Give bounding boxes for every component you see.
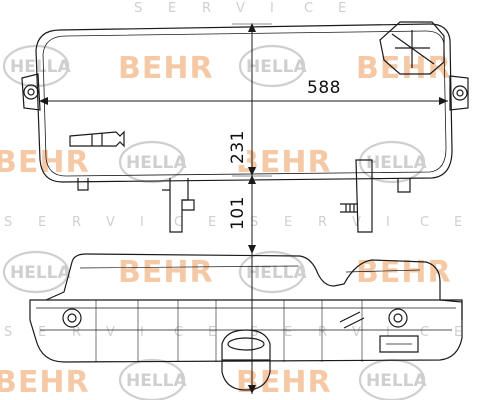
service-letter: V (106, 215, 117, 230)
dim-label-height-lower: 101 (227, 195, 248, 231)
hella-logo: HELLA (366, 371, 428, 391)
service-letter: I (386, 215, 392, 230)
service-letter: R (202, 1, 213, 16)
hella-logo-ring (238, 250, 306, 294)
hella-logo-ring (118, 358, 186, 400)
filler-cap (379, 21, 445, 75)
hella-logo-ring (2, 250, 70, 294)
hella-logo: HELLA (246, 263, 308, 283)
service-letter: R (72, 325, 83, 340)
service-letter: E (454, 215, 464, 230)
service-letter: S (4, 215, 14, 230)
service-letter: C (174, 325, 185, 340)
mount-ear-left (21, 73, 41, 111)
service-letter: I (140, 215, 146, 230)
service-letter: I (140, 325, 146, 340)
service-letter: E (38, 325, 48, 340)
behr-logo: BEHR (356, 51, 452, 86)
tank-top-view (21, 21, 469, 233)
service-letter: E (338, 1, 348, 16)
hella-logo: HELLA (246, 57, 308, 77)
hella-logo-ring (238, 44, 306, 88)
tank-side-view (29, 253, 463, 391)
service-letter: S (250, 325, 260, 340)
service-letter: C (174, 215, 185, 230)
outlet-pipe-center (162, 178, 195, 233)
dimension-lines (39, 23, 448, 394)
service-letter: C (420, 215, 431, 230)
service-letter: E (208, 325, 218, 340)
behr-logo: BEHR (118, 51, 214, 86)
mount-ear-right (449, 75, 469, 111)
hella-logo: HELLA (126, 153, 188, 173)
service-letter: C (420, 325, 431, 340)
hella-logo-ring (2, 44, 70, 88)
service-letter: I (386, 325, 392, 340)
level-sensor-right (340, 159, 373, 233)
service-letter: V (352, 215, 363, 230)
service-letter: C (304, 1, 315, 16)
hella-logo: HELLA (10, 57, 72, 77)
hose-nozzle-left (69, 130, 125, 148)
service-letter: I (270, 1, 276, 16)
dim-label-height-upper: 231 (227, 129, 248, 165)
dim-label-width: 588 (306, 78, 342, 98)
service-letter: E (284, 215, 294, 230)
service-letter: E (168, 1, 178, 16)
behr-logo: BEHR (0, 365, 90, 400)
service-letter: V (352, 325, 363, 340)
hella-logo-ring (358, 140, 426, 184)
service-letter: R (318, 325, 329, 340)
hella-logo-ring (118, 140, 186, 184)
service-letter: R (72, 215, 83, 230)
hella-logo: HELLA (126, 371, 188, 391)
service-letter: E (454, 325, 464, 340)
service-letter: S (134, 1, 144, 16)
service-letter: E (284, 325, 294, 340)
service-letter: S (4, 325, 14, 340)
service-letter: R (318, 215, 329, 230)
hella-logo: HELLA (10, 263, 72, 283)
hella-logo: HELLA (366, 153, 428, 173)
behr-logo: BEHR (118, 255, 214, 290)
service-letter: V (106, 325, 117, 340)
bottom-outlet (221, 329, 271, 391)
service-letter: V (236, 1, 247, 16)
service-letter: E (38, 215, 48, 230)
service-letter: E (208, 215, 218, 230)
